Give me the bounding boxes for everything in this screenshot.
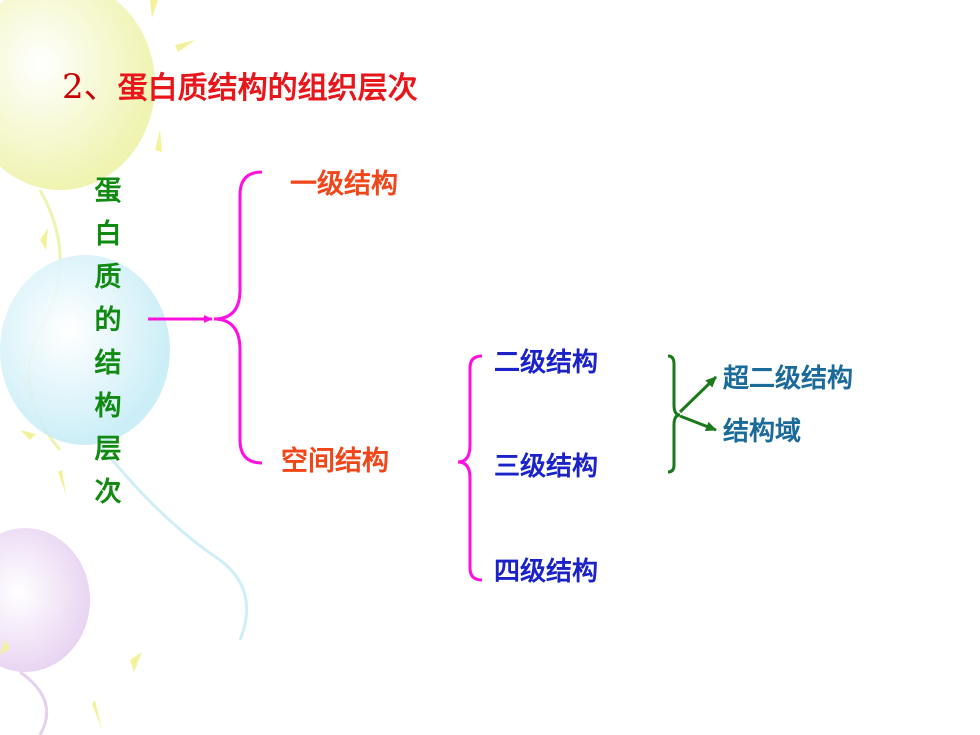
root-char: 质 (94, 262, 122, 293)
spatial-structure-label: 空间结构 (281, 446, 389, 477)
blue-balloon-shape (0, 255, 249, 641)
root-char: 白 (94, 219, 122, 250)
supersecondary-structure-label: 超二级结构 (723, 364, 854, 394)
level1-brace (213, 170, 263, 465)
root-char: 构 (94, 391, 122, 422)
slide-title: 2、蛋白质结构的组织层次 (62, 70, 418, 104)
purple-balloon-shape (0, 528, 90, 735)
root-char: 层 (94, 434, 122, 465)
root-char: 次 (94, 477, 122, 508)
title-text: 蛋白质结构的组织层次 (117, 71, 418, 106)
arrow-to-supersecondary (678, 375, 718, 414)
structural-domain-label: 结构域 (723, 417, 802, 447)
quaternary-structure-label: 四级结构 (494, 557, 599, 587)
root-char: 蛋 (94, 176, 122, 207)
arrow-to-domain (679, 414, 717, 432)
root-char: 结 (94, 348, 122, 379)
primary-structure-label: 一级结构 (290, 169, 398, 200)
sparkle-rays (0, 0, 195, 730)
secondary-structure-label: 二级结构 (494, 348, 599, 378)
spatial-brace (457, 354, 483, 582)
tertiary-structure-label: 三级结构 (494, 452, 599, 482)
root-char: 的 (94, 305, 122, 336)
root-label-vertical: 蛋 白 质 的 结 构 层 次 (88, 170, 128, 514)
supersecondary-bracket (667, 354, 681, 474)
title-number: 2、 (62, 67, 118, 107)
